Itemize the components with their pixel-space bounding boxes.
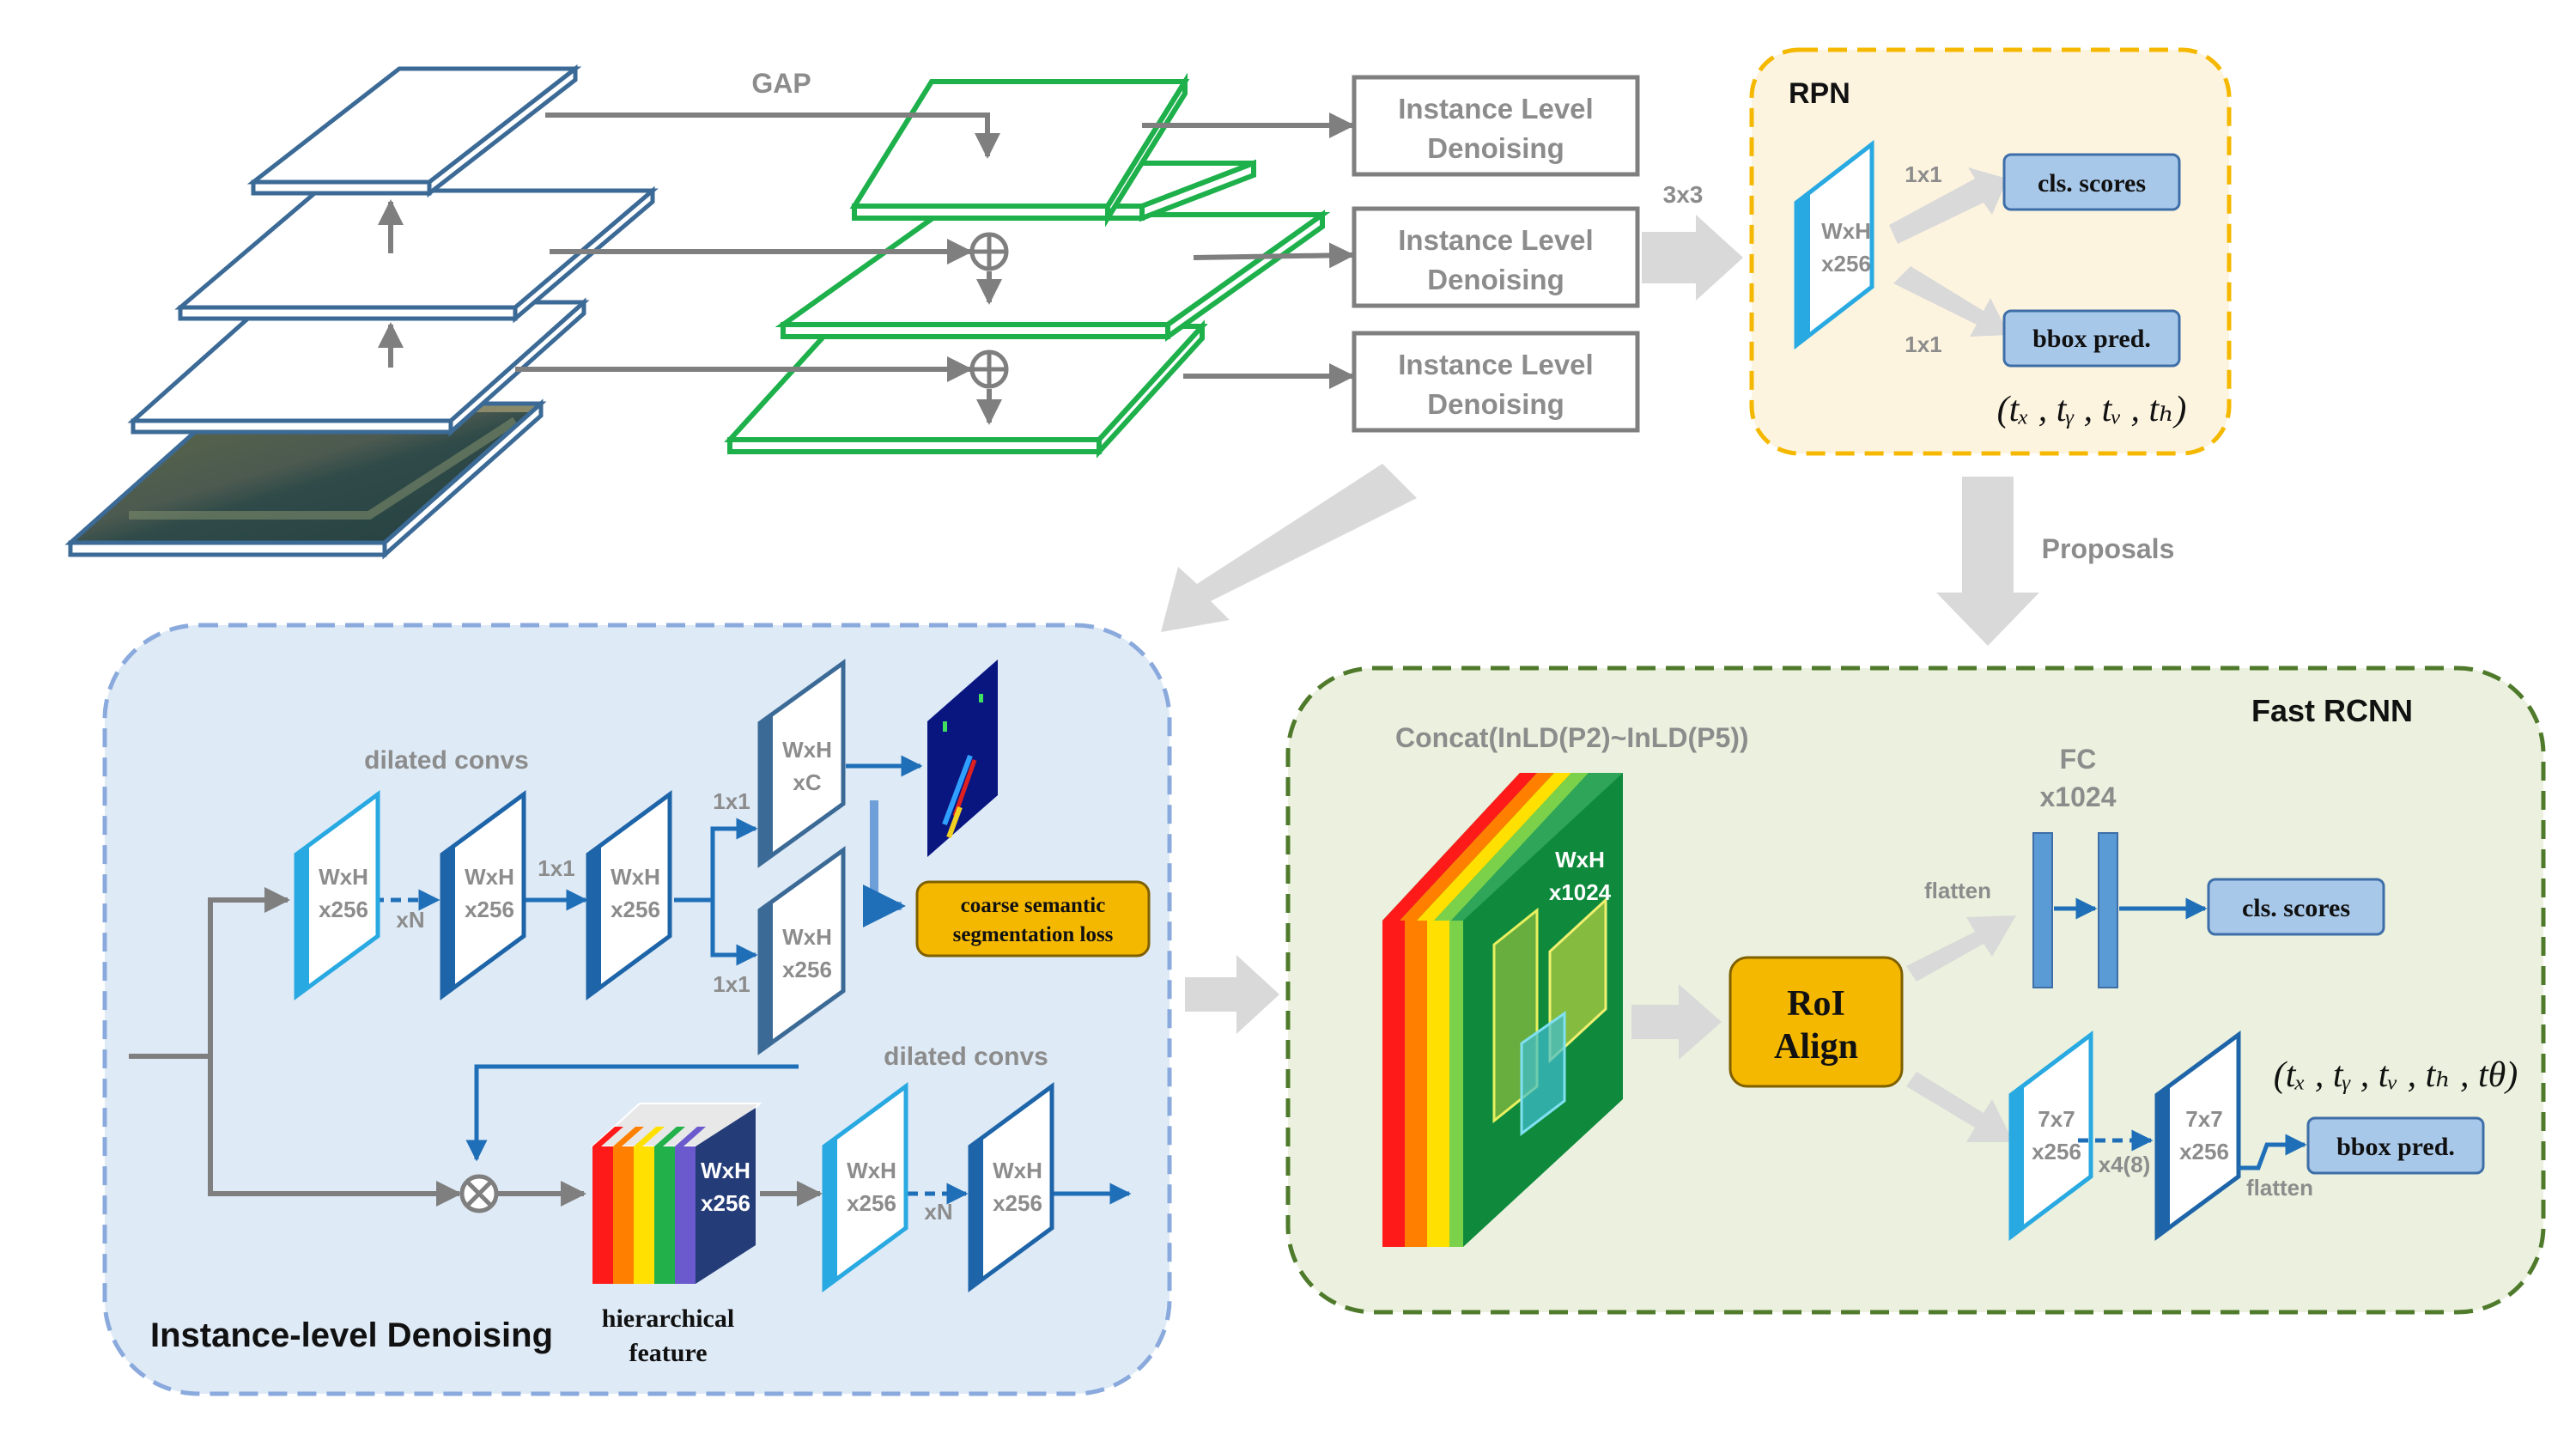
frcnn-title: Fast RCNN — [2251, 693, 2413, 728]
svg-text:WxH: WxH — [847, 1158, 896, 1183]
svg-text:x256: x256 — [701, 1190, 750, 1216]
frcnn-bbox-label: bbox pred. — [2336, 1133, 2455, 1161]
frcnn-map-2: 7x7 x256 — [2154, 1031, 2241, 1241]
conv3x3-label: 3x3 — [1663, 181, 1704, 208]
arrow-roi-to-fc — [1906, 915, 2016, 982]
rpn-formula: (tₓ , tᵧ , tᵥ , tₕ) — [1997, 390, 2187, 429]
concat-label: Concat(InLD(P2)~InLD(P5)) — [1395, 722, 1749, 753]
loss-box — [915, 880, 1151, 958]
ild-flow-lines — [129, 755, 1132, 1213]
rpn-k1: 1x1 — [1905, 161, 1941, 187]
backbone-pyramid — [64, 64, 659, 560]
fc-layer-1 — [2032, 832, 2053, 988]
svg-text:7x7: 7x7 — [2038, 1106, 2075, 1132]
svg-text:WxH: WxH — [611, 864, 660, 890]
svg-text:7x7: 7x7 — [2185, 1106, 2222, 1132]
rpn-title: RPN — [1789, 77, 1850, 110]
svg-text:x256: x256 — [319, 897, 368, 922]
svg-text:WxH: WxH — [319, 864, 368, 890]
rpn-cls-label: cls. scores — [2038, 169, 2146, 198]
ild-map-6: WxH x256 — [822, 1082, 908, 1292]
rpn-k2: 1x1 — [1905, 331, 1941, 357]
frcnn-cls-box — [2207, 878, 2385, 936]
svg-text:x256: x256 — [847, 1190, 896, 1216]
svg-text:WxH: WxH — [465, 864, 514, 890]
ild-map-3: WxH x256 — [586, 790, 672, 1000]
svg-text:x256: x256 — [1821, 251, 1871, 277]
ild-map-1: WxH x256 — [294, 790, 380, 1000]
frcnn-bbox-box — [2306, 1116, 2485, 1175]
svg-text:x1024: x1024 — [1549, 879, 1612, 905]
rpn-arrow-bbox — [1893, 266, 2009, 337]
svg-text:WxH: WxH — [1555, 847, 1605, 872]
arrow-to-roi — [1631, 984, 1722, 1060]
svg-text:x256: x256 — [782, 957, 832, 982]
k1x1-c: 1x1 — [713, 971, 750, 997]
gap-label: GAP — [751, 68, 811, 99]
svg-text:x256: x256 — [993, 1190, 1042, 1216]
ild-map-4: WxH xC — [757, 659, 846, 868]
rpn-cls-box — [2002, 153, 2181, 211]
xN-2: xN — [924, 1199, 952, 1225]
rpn-bbox-label: bbox pred. — [2032, 325, 2151, 353]
ild-title: Instance-level Denoising — [150, 1316, 553, 1354]
arrow-to-rpn — [1642, 215, 1743, 301]
concat-feature-stack: WxH x1024 — [1382, 773, 1623, 1247]
ild-box-3 — [1352, 331, 1640, 433]
svg-text:x256: x256 — [2179, 1139, 2229, 1164]
segmentation-map-icon — [927, 660, 998, 857]
svg-text:WxH: WxH — [701, 1158, 750, 1183]
proposals-label: Proposals — [2042, 533, 2175, 564]
roi-align-box — [1728, 956, 1904, 1088]
flatten-label-2: flatten — [2246, 1175, 2313, 1201]
ild-map-2: WxH x256 — [440, 790, 526, 1000]
arrow-proposals — [1936, 477, 2039, 646]
svg-text:x256: x256 — [465, 897, 514, 922]
arrow-roi-to-conv — [1906, 1072, 2014, 1142]
arrow-to-ild — [1161, 464, 1417, 632]
frcnn-cls-label: cls. scores — [2242, 894, 2350, 922]
hierarchical-feature-stack: WxH x256 — [590, 1103, 762, 1284]
roi-box-c — [1520, 1011, 1566, 1137]
ild-map-7: WxH x256 — [968, 1082, 1054, 1292]
svg-text:WxH: WxH — [993, 1158, 1042, 1183]
dilated-label-2: dilated convs — [884, 1043, 1048, 1071]
ild-map-5: WxH x256 — [757, 846, 846, 1055]
ild-box-1 — [1352, 75, 1640, 177]
lateral-connections — [515, 112, 1009, 425]
svg-text:WxH: WxH — [782, 737, 832, 763]
xN-1: xN — [396, 907, 424, 933]
arrow-to-frcnn — [1185, 955, 1279, 1034]
k1x1-a: 1x1 — [538, 855, 574, 881]
svg-text:WxH: WxH — [1821, 218, 1871, 244]
fc-layer-2 — [2098, 832, 2118, 988]
dilated-label-1: dilated convs — [364, 746, 529, 775]
svg-text:xC: xC — [793, 769, 821, 795]
rpn-bbox-box — [2002, 309, 2181, 368]
frcnn-formula: (tₓ , tᵧ , tᵥ , tₕ , tθ) — [2274, 1055, 2518, 1095]
k1x1-b: 1x1 — [713, 788, 750, 814]
rpn-feature-map: WxH x256 — [1794, 139, 1874, 350]
feature-pyramid — [724, 72, 1331, 459]
rpn-arrow-cls — [1889, 167, 2008, 244]
svg-text:x256: x256 — [611, 897, 660, 922]
svg-text:WxH: WxH — [782, 924, 832, 950]
frcnn-map-1: 7x7 x256 — [2008, 1030, 2093, 1242]
svg-text:x256: x256 — [2032, 1139, 2081, 1164]
flatten-label-1: flatten — [1924, 878, 1991, 903]
ild-box-2 — [1352, 206, 1640, 308]
x48-label: x4(8) — [2099, 1152, 2151, 1177]
